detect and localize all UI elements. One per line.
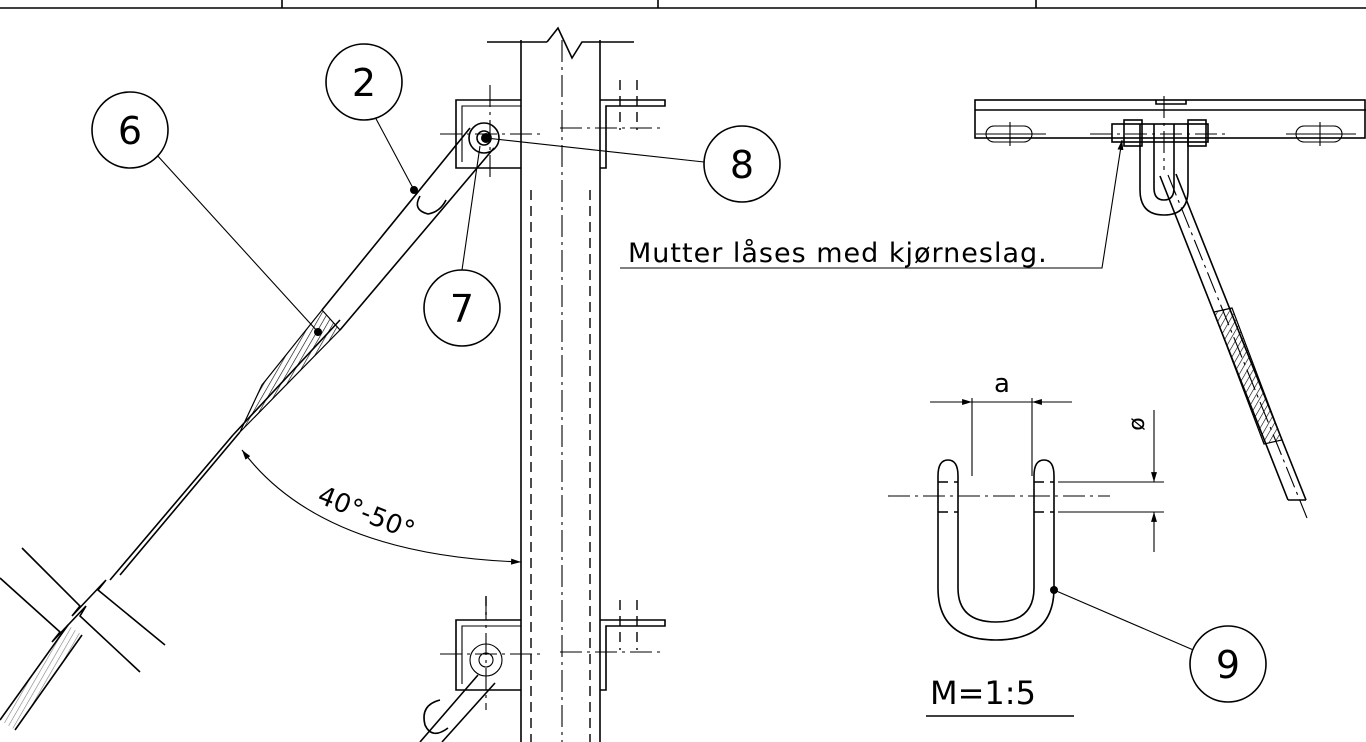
callout-2: 2 [325,43,418,194]
callout-8-label: 8 [730,143,754,187]
angle-dimension: 40°-50° [241,449,522,565]
callout-2-label: 2 [352,61,376,105]
title-block-strip [0,0,1366,9]
stay-wire [0,309,341,731]
callout-8: 8 [481,125,781,203]
lower-bracket-right [560,600,666,691]
callout-7-label: 7 [450,287,474,331]
scale-indicator: M=1:5 [926,674,1074,717]
scale-label: M=1:5 [930,674,1036,712]
diameter-label: ø [1125,417,1150,430]
lower-shackle [419,674,496,742]
callout-6-label: 6 [118,109,142,153]
callout-6: 6 [91,91,322,336]
note-text: Mutter låses med kjørneslag. [628,238,1048,269]
upper-bracket-right [560,80,666,169]
note-callout: Mutter låses med kjørneslag. [620,139,1124,269]
callout-7: 7 [423,145,501,347]
u-bolt-detail: a ø 9 [888,369,1267,703]
plate-detail [974,96,1366,519]
width-label: a [994,369,1010,399]
upper-shackle [321,122,500,331]
mast [487,26,634,742]
upper-bracket-left [440,85,540,180]
lower-bracket-left [440,596,540,710]
callout-9-label: 9 [1216,643,1240,687]
